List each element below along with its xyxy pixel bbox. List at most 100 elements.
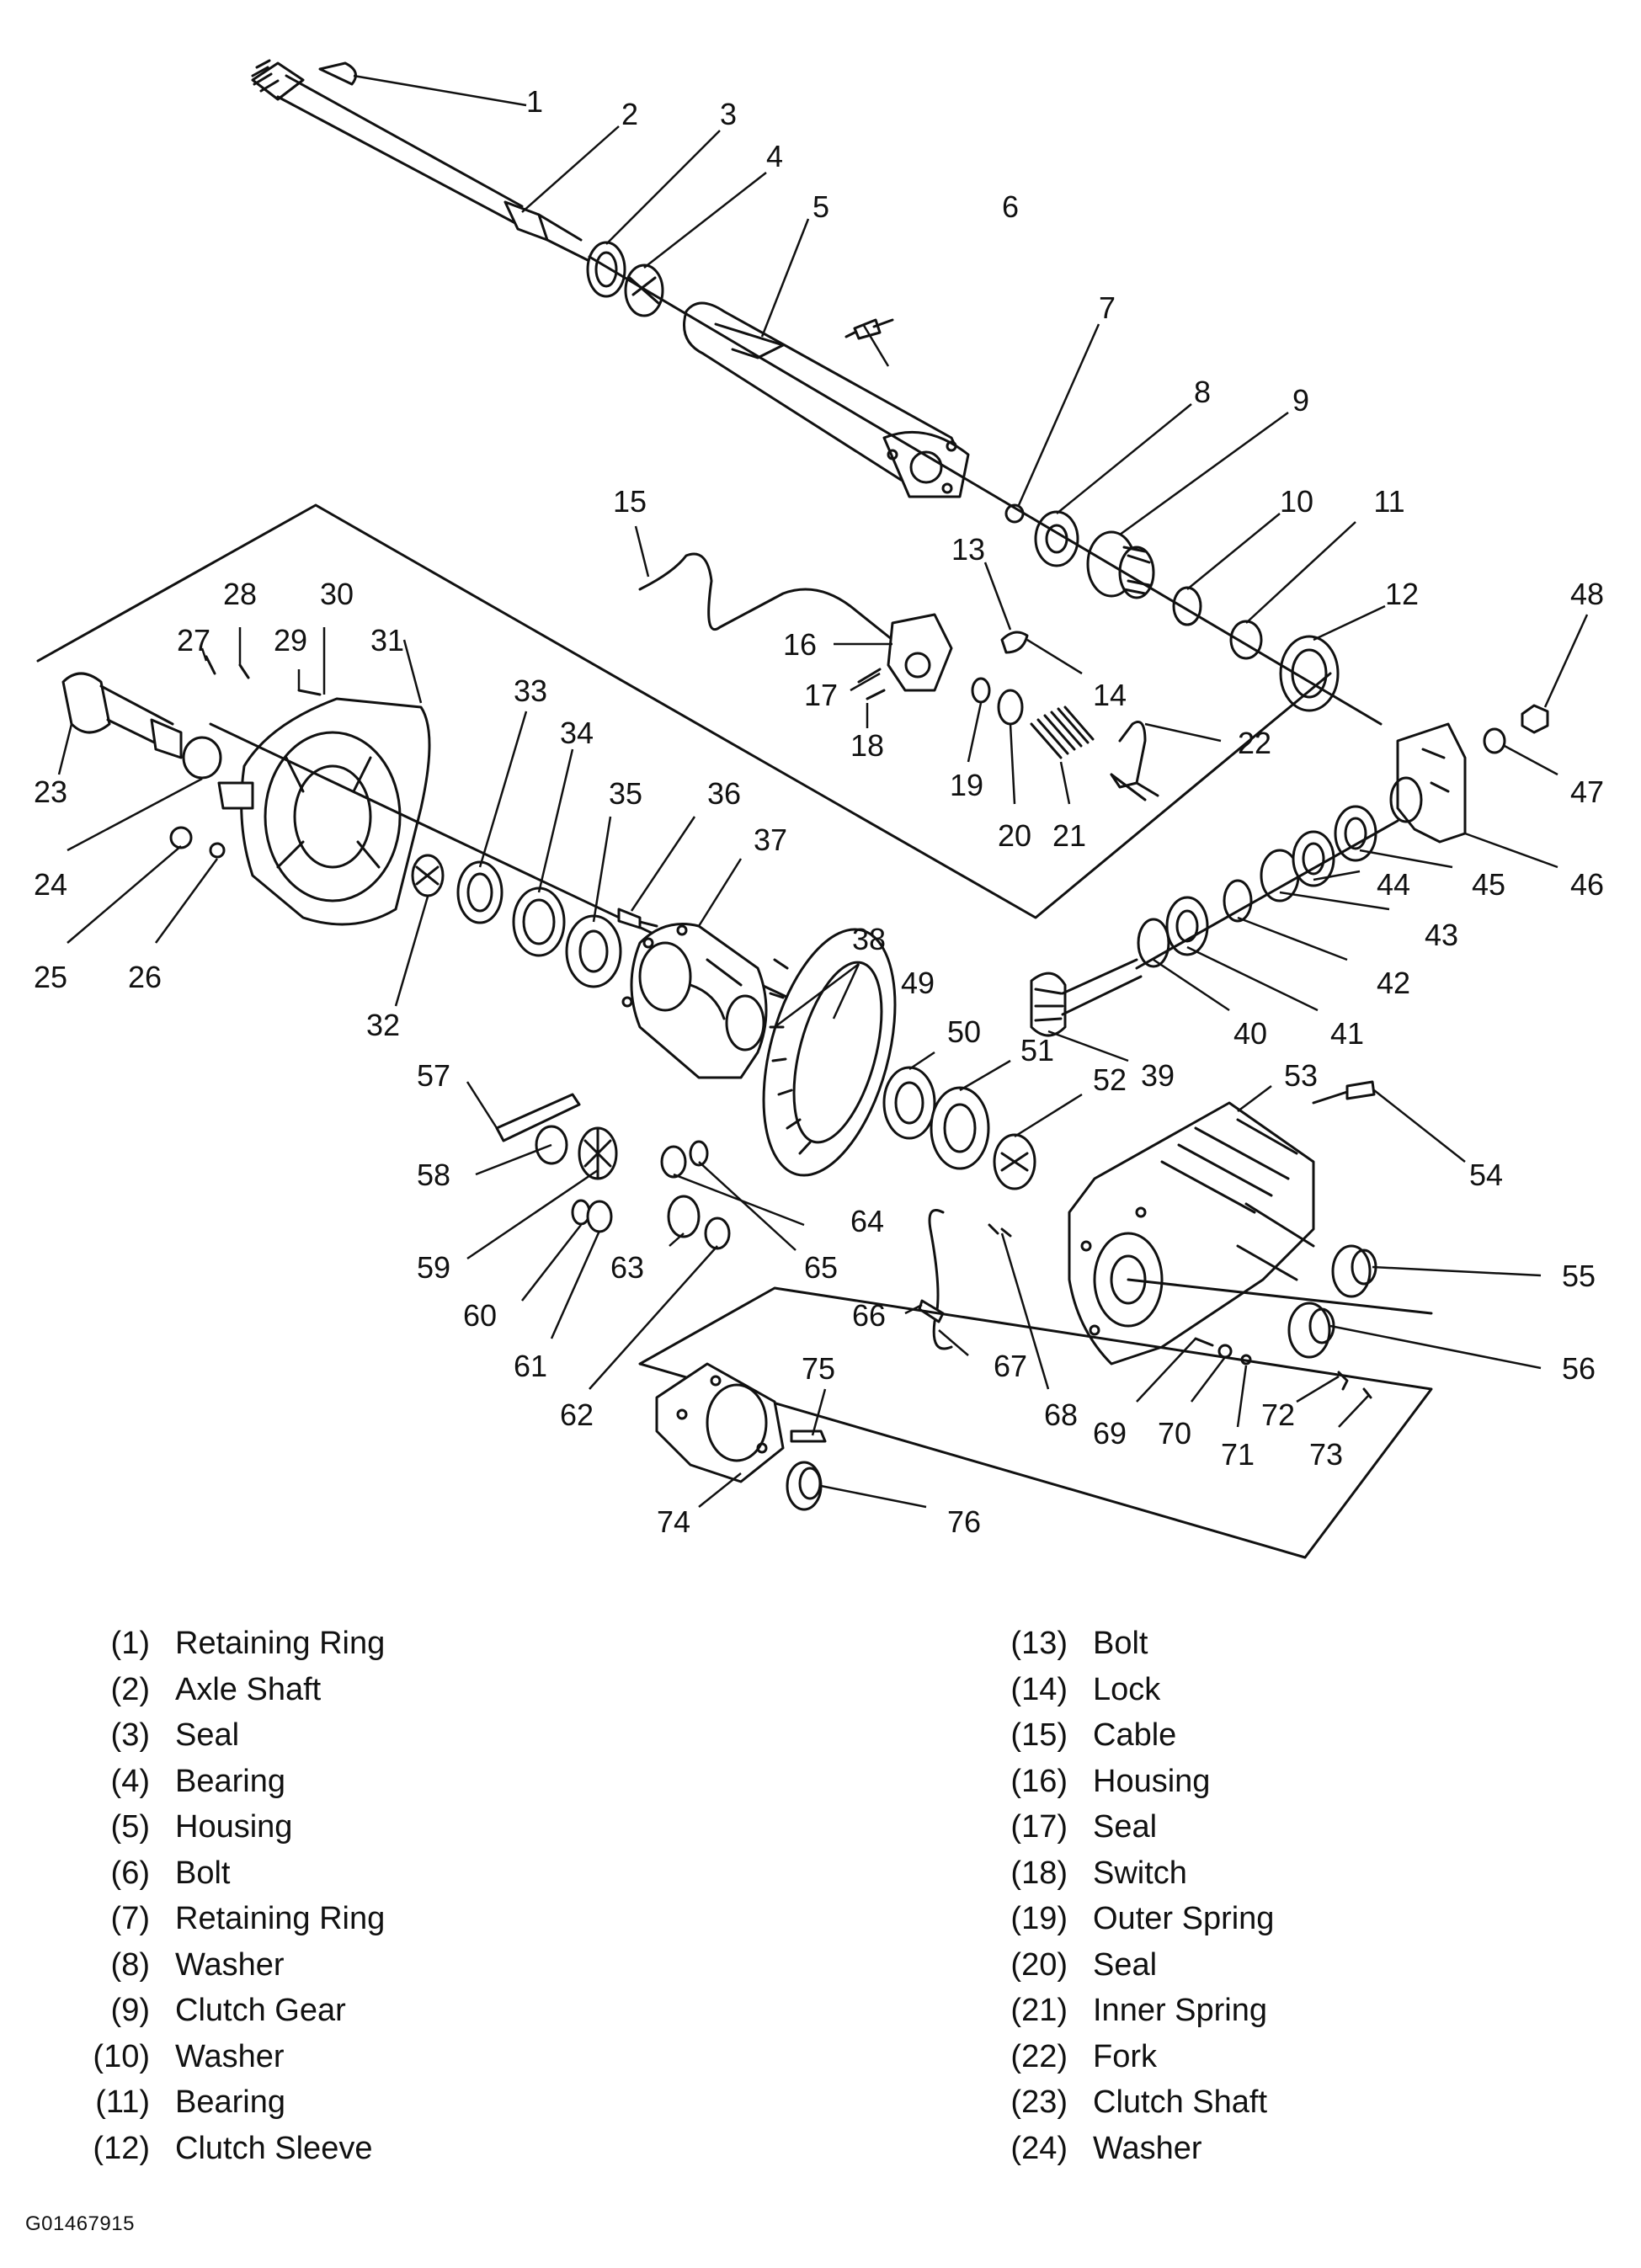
- legend-label: Washer: [175, 2038, 285, 2074]
- legend-number: (22): [1010, 2038, 1068, 2074]
- callout-46: 46: [1570, 867, 1604, 902]
- callout-35: 35: [609, 776, 642, 811]
- callout-2: 2: [621, 97, 638, 131]
- legend-row: (24) Washer: [968, 2126, 1274, 2172]
- callout-39: 39: [1141, 1058, 1175, 1093]
- exploded-diagram: 1 2 3 4 5 6 7 8 9 10 11 12 13 14 15 16 1…: [34, 59, 1604, 1559]
- legend-label: Housing: [1093, 1763, 1211, 1799]
- callout-44: 44: [1377, 867, 1410, 902]
- legend-label: Inner Spring: [1093, 1993, 1268, 2028]
- legend-number: (24): [1010, 2130, 1068, 2166]
- callout-75: 75: [802, 1351, 835, 1386]
- callout-76: 76: [947, 1504, 981, 1539]
- legend-number: (15): [1010, 1717, 1068, 1753]
- bearing-33-drawing: [456, 860, 503, 924]
- callout-10: 10: [1280, 484, 1313, 519]
- callout-28: 28: [223, 577, 257, 611]
- legend-label: Washer: [1093, 2130, 1202, 2166]
- callout-30: 30: [320, 577, 354, 611]
- callout-12: 12: [1385, 577, 1419, 611]
- legend-number: (8): [110, 1946, 150, 1983]
- legend-number: (7): [110, 1901, 150, 1936]
- legend-row: (15)Cable: [968, 1712, 1274, 1759]
- clutch-sleeve-12-drawing: [1279, 635, 1340, 712]
- callout-40: 40: [1233, 1016, 1267, 1051]
- ring-gear-49-drawing: [762, 928, 897, 1177]
- seal-55-drawing: [1331, 1244, 1377, 1298]
- bearing-50-drawing: [882, 1066, 936, 1140]
- callout-60: 60: [463, 1298, 497, 1333]
- callout-54: 54: [1469, 1158, 1503, 1192]
- callout-32: 32: [366, 1008, 400, 1042]
- callout-51: 51: [1020, 1033, 1054, 1067]
- callout-11: 11: [1373, 484, 1404, 519]
- callout-14: 14: [1093, 678, 1127, 712]
- callout-15: 15: [613, 484, 647, 519]
- callout-33: 33: [514, 673, 547, 708]
- figure-id: G01467915: [25, 2212, 135, 2235]
- housing-46-drawing: [1389, 722, 1467, 844]
- legend-number: (13): [1010, 1626, 1068, 1661]
- callout-58: 58: [417, 1158, 450, 1192]
- callout-65: 65: [804, 1250, 838, 1285]
- legend-row: (20) Seal: [968, 1942, 1274, 1988]
- legend-label: Bolt: [175, 1855, 231, 1891]
- callout-64: 64: [850, 1204, 884, 1238]
- legend-label: Seal: [1093, 1946, 1158, 1983]
- axle-housing-53-drawing: [1068, 1101, 1315, 1366]
- washer-24-drawing: [182, 736, 222, 780]
- legend-number: (4): [110, 1763, 150, 1799]
- callout-29: 29: [274, 623, 307, 658]
- clutch-shaft-23-drawing: [61, 672, 183, 759]
- legend-number: (14): [1010, 1671, 1068, 1707]
- legend-row: (9)Clutch Gear: [51, 1988, 385, 2034]
- callout-36: 36: [707, 776, 741, 811]
- callout-25: 25: [34, 960, 67, 994]
- bearing-35-drawing: [565, 914, 622, 988]
- callout-56: 56: [1562, 1351, 1596, 1386]
- legend-number: (2): [110, 1671, 150, 1707]
- legend-number: (5): [110, 1809, 150, 1845]
- legend-number: (16): [1010, 1763, 1068, 1799]
- legend-label: Washer: [175, 1946, 285, 1983]
- legend-row: (10)Washer: [51, 2034, 385, 2080]
- callout-27: 27: [177, 623, 210, 658]
- callout-18: 18: [850, 728, 884, 763]
- callout-48: 48: [1570, 577, 1604, 611]
- callout-20: 20: [998, 818, 1031, 853]
- bearing-51-drawing: [930, 1086, 990, 1170]
- callout-50: 50: [947, 1014, 981, 1049]
- callout-34: 34: [560, 716, 594, 750]
- legend-number: (20): [1010, 1946, 1068, 1983]
- callout-31: 31: [370, 623, 404, 658]
- callout-43: 43: [1425, 918, 1458, 952]
- legend-row: (22)Fork: [968, 2034, 1274, 2080]
- callout-63: 63: [610, 1250, 644, 1285]
- callout-74: 74: [657, 1504, 690, 1539]
- legend-number: (9): [110, 1993, 150, 2028]
- legend-row: (18)Switch: [968, 1850, 1274, 1897]
- legend-row: (8) Washer: [51, 1942, 385, 1988]
- legend-row: (4) Bearing: [51, 1759, 385, 1805]
- legend-label: Bearing: [175, 1763, 285, 1799]
- callout-55: 55: [1562, 1259, 1596, 1293]
- legend-row: (21)Inner Spring: [968, 1988, 1274, 2034]
- callout-47: 47: [1570, 775, 1604, 809]
- legend-row: (12)Clutch Sleeve: [51, 2126, 385, 2172]
- shaft-57-drawing: [495, 1093, 581, 1142]
- legend-row: (13)Bolt: [968, 1621, 1274, 1667]
- legend-label: Outer Spring: [1093, 1901, 1275, 1936]
- callout-8: 8: [1194, 375, 1211, 409]
- legend-row: (1)Retaining Ring: [51, 1621, 386, 1667]
- callout-16: 16: [783, 627, 817, 662]
- callout-23: 23: [34, 775, 67, 809]
- legend-row: (6)Bolt: [51, 1850, 385, 1897]
- callout-17: 17: [804, 678, 838, 712]
- clutch-gear-9-drawing: [1086, 530, 1155, 599]
- bearing-34-drawing: [512, 886, 566, 957]
- callout-71: 71: [1221, 1437, 1255, 1472]
- callout-59: 59: [417, 1250, 450, 1285]
- callout-1: 1: [526, 84, 543, 119]
- callout-24: 24: [34, 867, 67, 902]
- callout-41: 41: [1330, 1016, 1364, 1051]
